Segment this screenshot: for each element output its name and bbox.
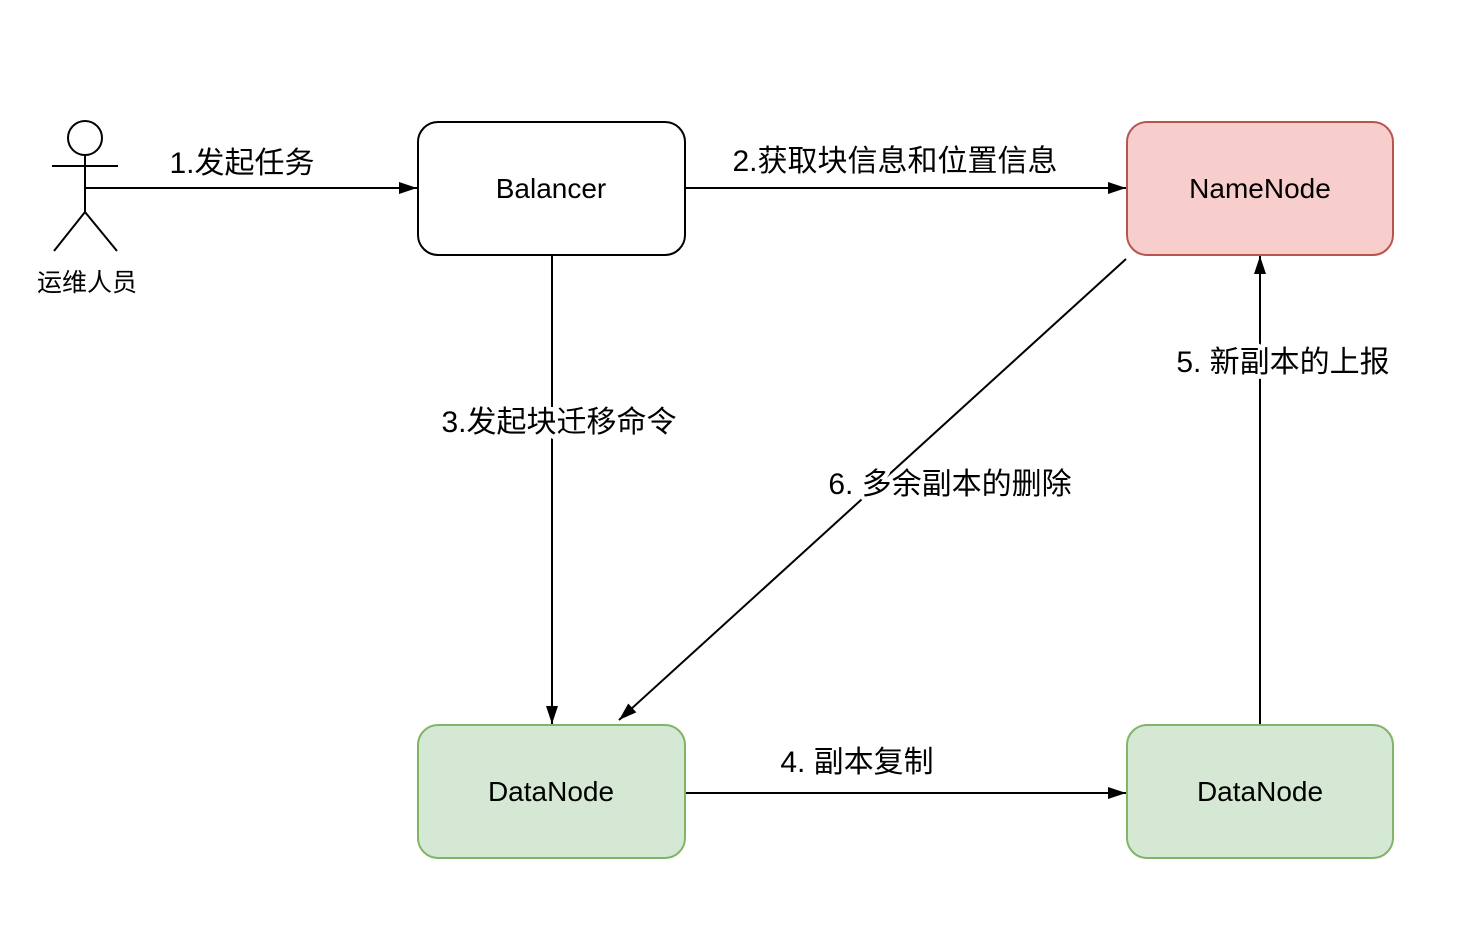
node-datanode-right[interactable]: DataNode bbox=[1126, 724, 1394, 859]
datanode-right-box[interactable] bbox=[1126, 724, 1394, 859]
datanode-right-label: DataNode bbox=[1197, 776, 1323, 807]
actor-head bbox=[67, 120, 103, 156]
actor-label: 运维人员 bbox=[37, 269, 137, 297]
edge-2-label: 2.获取块信息和位置信息 bbox=[732, 145, 1057, 178]
edge-4-replica-copy[interactable]: 4. 副本复制 bbox=[686, 742, 1126, 799]
edge-1-label: 1.发起任务 bbox=[169, 147, 314, 180]
node-namenode[interactable]: NameNode bbox=[1126, 121, 1394, 256]
edge-2-get-block-info[interactable]: 2.获取块信息和位置信息 bbox=[686, 141, 1126, 194]
datanode-left-box[interactable] bbox=[417, 724, 686, 859]
actor-leg-right bbox=[84, 211, 118, 252]
node-datanode-left[interactable]: DataNode bbox=[417, 724, 686, 859]
namenode-box[interactable] bbox=[1126, 121, 1394, 256]
edge-5-label: 5. 新副本的上报 bbox=[1176, 346, 1389, 379]
balancer-box[interactable] bbox=[417, 121, 686, 256]
balancer-label: Balancer bbox=[496, 173, 607, 204]
edge-3-block-migration-command[interactable]: 3.发起块迁移命令 bbox=[437, 256, 681, 724]
edge-6-label: 6. 多余副本的删除 bbox=[828, 468, 1071, 501]
edge-4-label: 4. 副本复制 bbox=[780, 746, 933, 779]
namenode-label: NameNode bbox=[1189, 173, 1331, 204]
edge-6-line bbox=[618, 258, 1127, 721]
datanode-left-label: DataNode bbox=[488, 776, 614, 807]
edge-1-initiate-task[interactable]: 1.发起任务 bbox=[86, 143, 417, 194]
node-balancer[interactable]: Balancer bbox=[417, 121, 686, 256]
actor-operations-staff[interactable]: 运维人员 bbox=[37, 120, 137, 297]
edge-3-label: 3.发起块迁移命令 bbox=[441, 406, 676, 439]
edge-5-new-replica-report[interactable]: 5. 新副本的上报 bbox=[1172, 256, 1394, 724]
actor-leg-left bbox=[53, 211, 86, 252]
edge-6-delete-extra-replica[interactable]: 6. 多余副本的删除 bbox=[618, 258, 1127, 721]
